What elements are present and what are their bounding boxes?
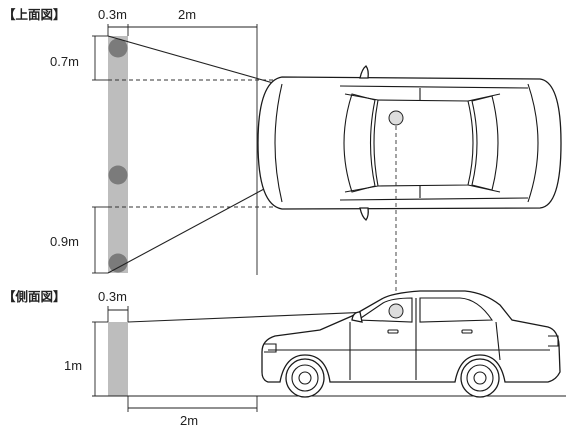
upper-offset-label: 0.7m [50, 54, 79, 69]
car-rear-wheel-rim [466, 364, 494, 392]
driver-eye-side [388, 303, 404, 319]
side-height-label: 1m [64, 358, 82, 373]
driver-eye-top [388, 110, 404, 126]
top-strip-dot-1 [108, 38, 128, 58]
side-distance-label: 2m [180, 413, 198, 428]
car-top-mirror-upper [359, 65, 369, 79]
top-view-title: 【上面図】 [3, 7, 66, 22]
car-side-mirror [351, 311, 363, 323]
car-side-view [261, 290, 561, 398]
car-top-body [257, 76, 562, 210]
top-width-label: 0.3m [98, 7, 127, 22]
car-top-mirror-lower [359, 207, 369, 221]
car-side-headlight [264, 343, 277, 353]
side-view: 【側面図】 0.3m 1m 2m [3, 289, 566, 428]
car-top-side-line-lower [339, 197, 529, 201]
top-view-strip [108, 36, 128, 273]
car-top-side-line-upper [339, 85, 529, 89]
car-top-trunk-line [527, 83, 539, 203]
top-strip-dot-2 [108, 165, 128, 185]
lower-offset-label: 0.9m [50, 234, 79, 249]
car-top-view [257, 65, 562, 221]
car-front-wheel-hub [298, 371, 312, 385]
car-side-taillight [548, 335, 559, 347]
car-side-front-handle [387, 329, 399, 334]
side-sight-line [127, 310, 397, 323]
car-top-hood-line [274, 83, 283, 203]
top-view: 【上面図】 0.3m 2m 0.7m 0.9m [3, 7, 562, 275]
top-distance-label: 2m [178, 7, 196, 22]
top-strip-dot-3 [108, 253, 128, 273]
side-view-strip [108, 322, 128, 396]
side-width-label: 0.3m [98, 289, 127, 304]
car-side-rear-window [419, 297, 494, 323]
car-side-rear-handle [461, 329, 473, 334]
car-rear-wheel-hub [473, 371, 487, 385]
car-side-body [261, 290, 561, 383]
car-top-pillars [344, 93, 501, 193]
car-side-front-window [356, 297, 413, 323]
side-view-title: 【側面図】 [3, 289, 66, 304]
car-front-wheel-rim [291, 364, 319, 392]
car-side-rear-door-edge [495, 321, 501, 361]
